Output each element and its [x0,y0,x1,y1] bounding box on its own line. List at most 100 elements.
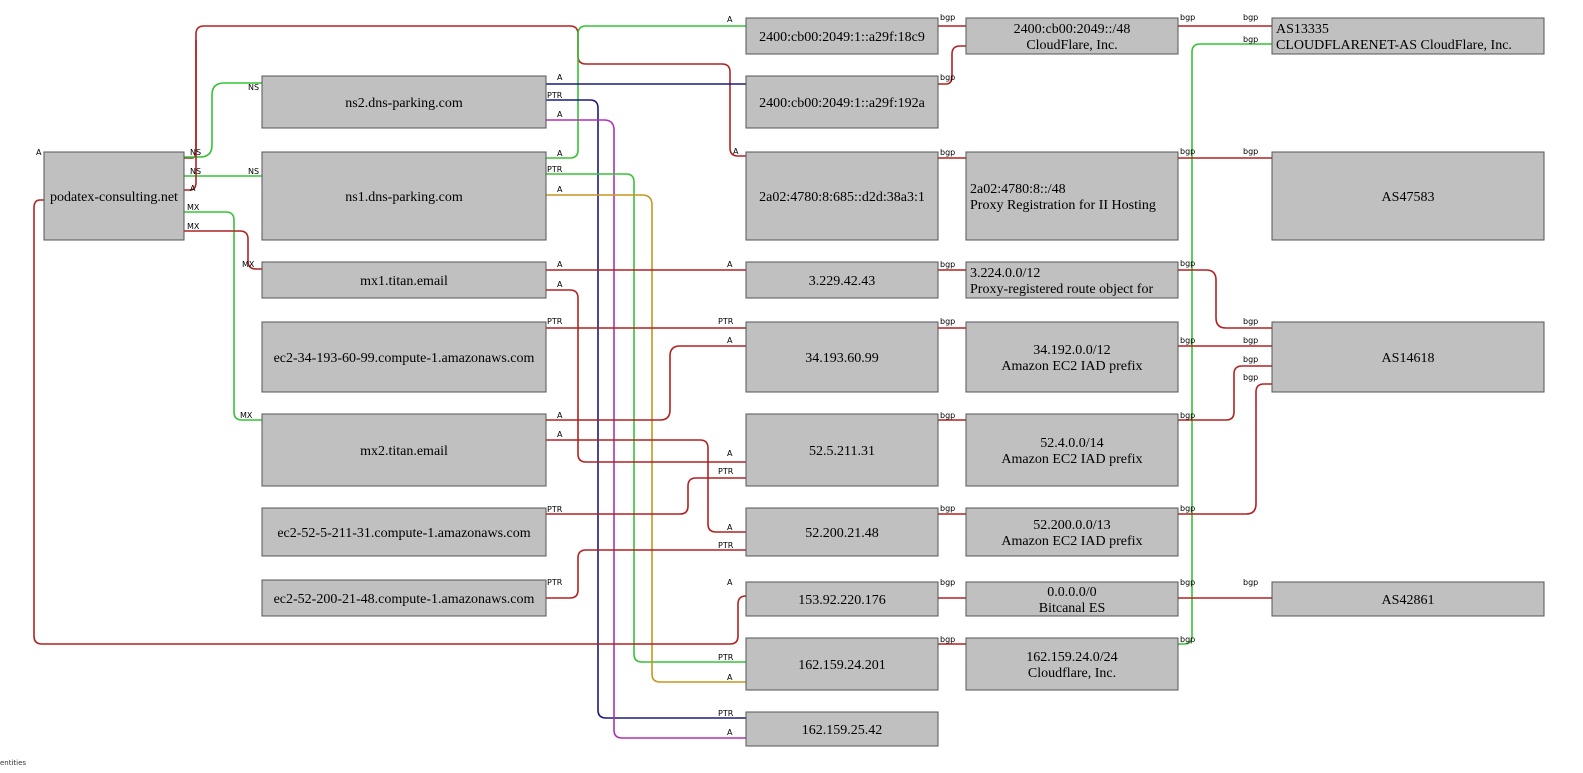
edge-line [546,477,746,515]
node-ip_52200[interactable]: 52.200.21.48 [745,507,939,557]
edge-label: A [557,73,563,82]
node-label: ns1.dns-parking.com [345,190,463,205]
edge-label: bgp [1243,317,1258,326]
node-as14618[interactable]: AS14618 [1271,321,1545,393]
node-label: 162.159.24.0/24 [1026,650,1117,665]
edge-line [33,199,747,645]
node-label: 2400:cb00:2049:1::a29f:18c9 [759,30,925,45]
edge-line [1178,365,1272,421]
node-label: Cloudflare, Inc. [1028,666,1116,681]
node-label: 3.229.42.43 [809,274,876,289]
node-label: CloudFlare, Inc. [1026,38,1117,53]
node-label: AS42861 [1382,593,1435,608]
node-label: Amazon EC2 IAD prefix [1001,359,1142,374]
node-ip6_3[interactable]: 2a02:4780:8:685::d2d:38a3:1 [745,151,939,241]
edge-label: bgp [940,148,955,157]
edge-line [546,99,746,719]
node-ip_525[interactable]: 52.5.211.31 [745,413,939,487]
edge-label: bgp [1243,35,1258,44]
edge-label: PTR [547,317,563,326]
node-ns1[interactable]: ns1.dns-parking.com [261,151,547,241]
node-ec2_34[interactable]: ec2-34-193-60-99.compute-1.amazonaws.com [261,321,547,393]
edge-label: bgp [1243,336,1258,345]
node-as47583[interactable]: AS47583 [1271,151,1545,241]
edge-label: MX [242,260,255,269]
edge-label: MX [240,411,253,420]
node-box [1271,151,1545,241]
node-ip_153[interactable]: 153.92.220.176 [745,581,939,617]
edge-label: bgp [1180,13,1195,22]
edge-label: A [727,260,733,269]
node-ip_162_201[interactable]: 162.159.24.201 [745,637,939,691]
node-label: AS14618 [1382,351,1435,366]
graph-edges [33,25,1272,739]
node-ec2_52_5[interactable]: ec2-52-5-211-31.compute-1.amazonaws.com [261,507,547,557]
edge-label: bgp [940,13,955,22]
edge-label: bgp [1180,336,1195,345]
edge-line [546,439,746,533]
node-ns2[interactable]: ns2.dns-parking.com [261,75,547,129]
node-podatex[interactable]: podatex-consulting.net [43,151,185,241]
node-label: 2400:cb00:2049::/48 [1014,22,1131,37]
edge-label: PTR [547,91,563,100]
edge-line [184,40,197,191]
node-as42861[interactable]: AS42861 [1271,581,1545,617]
edge-label: A [557,110,563,119]
node-label: ec2-52-5-211-31.compute-1.amazonaws.com [277,526,530,541]
node-label: 52.200.21.48 [805,526,879,541]
node-ip_162_42[interactable]: 162.159.25.42 [745,711,939,747]
edge-label: A [727,673,733,682]
edge-label: PTR [718,317,734,326]
node-box [1271,17,1545,55]
edge-label: A [727,336,733,345]
node-box [261,75,547,129]
node-label: mx1.titan.email [360,274,448,289]
edge-label: A [727,523,733,532]
node-ec2_52_200[interactable]: ec2-52-200-21-48.compute-1.amazonaws.com [261,579,547,617]
edge-label: PTR [718,709,734,718]
node-mx2[interactable]: mx2.titan.email [261,413,547,487]
node-label: 52.200.0.0/13 [1033,518,1110,533]
node-label: Proxy-registered route object for [970,282,1153,297]
node-box [745,17,939,55]
edge-label: bgp [940,504,955,513]
node-box [965,507,1179,557]
edge-label: A [727,15,733,24]
edge-label: bgp [940,73,955,82]
edge-line [546,194,746,683]
node-label: Bitcanal ES [1039,601,1106,616]
edge-label: bgp [940,578,955,587]
node-ip_3229[interactable]: 3.229.42.43 [745,261,939,299]
edge-label: PTR [718,653,734,662]
edge-label: bgp [1180,147,1195,156]
edge-label: bgp [940,411,955,420]
node-box [745,581,939,617]
node-box [261,261,547,299]
edge-label: A [557,430,563,439]
node-ip6_1[interactable]: 2400:cb00:2049:1::a29f:18c9 [745,17,939,55]
edge-label: PTR [718,541,734,550]
edge-label: PTR [547,578,563,587]
edge-label: NS [190,148,201,157]
node-label: 162.159.25.42 [802,723,883,738]
node-label: CLOUDFLARENET-AS CloudFlare, Inc. [1276,38,1512,53]
node-label: AS47583 [1382,190,1435,205]
edge-line [184,82,262,158]
edge-label: NS [248,83,259,92]
node-label: AS13335 [1276,22,1329,37]
node-ip_34193[interactable]: 34.193.60.99 [745,321,939,393]
node-label: Amazon EC2 IAD prefix [1001,534,1142,549]
node-mx1[interactable]: mx1.titan.email [261,261,547,299]
node-label: 34.192.0.0/12 [1033,343,1110,358]
node-ip6_2[interactable]: 2400:cb00:2049:1::a29f:192a [745,75,939,129]
node-label: 52.5.211.31 [809,444,875,459]
